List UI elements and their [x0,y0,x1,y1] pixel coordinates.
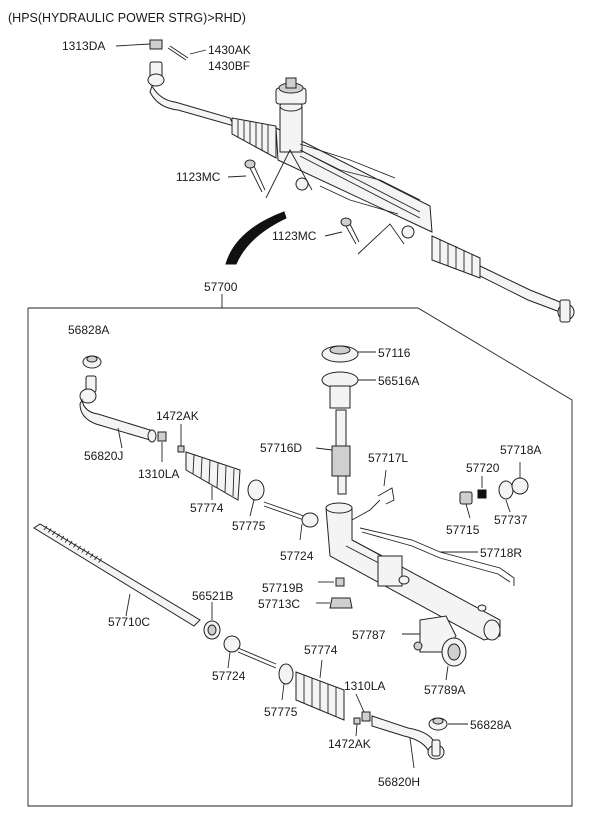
svg-text:1310LA: 1310LA [344,679,385,693]
svg-text:57710C: 57710C [108,615,150,629]
rack-tooth [64,538,69,543]
svg-text:57789A: 57789A [424,683,465,697]
svg-text:57718A: 57718A [500,443,541,457]
svg-text:57724: 57724 [212,669,246,683]
svg-text:57720: 57720 [466,461,500,475]
svg-text:57737: 57737 [494,513,528,527]
svg-text:1313DA: 1313DA [62,39,105,53]
rack-tooth [98,558,102,563]
rack-tooth [68,540,73,546]
part-57775-bottom: 57775 [264,663,298,719]
svg-text:57774: 57774 [304,643,338,657]
part-57789A: 57789A [424,637,467,697]
part-57719B: 57719B [262,577,345,595]
svg-text:57116: 57116 [378,346,411,360]
part-1310LA-bottom: 1310LA [344,679,385,722]
svg-text:57787: 57787 [352,628,386,642]
label-1430BF: 1430BF [208,59,250,73]
svg-text:56521B: 56521B [192,589,233,603]
svg-text:1310LA: 1310LA [138,467,179,481]
svg-text:56820H: 56820H [378,775,420,789]
svg-text:56828A: 56828A [470,718,511,732]
rack-tooth [81,548,86,553]
svg-text:57713C: 57713C [258,597,300,611]
part-57710C: 57710C [33,523,201,629]
part-57718R: 57718R [359,527,522,586]
svg-text:57775: 57775 [264,705,298,719]
part-56820H: 56820H [371,715,445,789]
rack-tooth [89,553,94,558]
part-56521B: 56521B [192,589,233,640]
svg-text:1472AK: 1472AK [156,409,199,423]
svg-text:57716D: 57716D [260,441,302,455]
part-57724-bottom: 57724 [212,635,277,683]
part-57716D: 57716D [260,409,351,495]
svg-text:57775: 57775 [232,519,266,533]
label-1313DA: 1313DA [62,39,151,53]
svg-text:56516A: 56516A [378,374,419,388]
rack-tooth [85,550,90,556]
svg-text:1123MC: 1123MC [176,170,221,184]
svg-text:1472AK: 1472AK [328,737,371,751]
rack-tooth [73,543,77,548]
part-57775-top: 57775 [232,479,266,533]
part-57717L: 57717L [351,451,408,521]
rack-tooth [47,528,52,533]
part-56828A-top: 56828A [68,323,109,369]
part-57724-top: 57724 [263,501,319,563]
label-1430AK: 1430AK [189,43,251,57]
part-56828A-bottom: 56828A [428,717,511,732]
part-56516A: 56516A [321,371,419,409]
part-57715: 57715 [446,491,480,537]
assembly-label: 57700 [204,280,238,294]
rack-tooth [56,533,60,538]
svg-text:57715: 57715 [446,523,480,537]
rack-tooth [43,525,48,531]
part-56820J: 56820J [79,375,157,463]
diagram-title: (HPS(HYDRAULIC POWER STRG)>RHD) [8,11,246,25]
label-1123MC-lower: 1123MC [272,229,343,243]
svg-text:1123MC: 1123MC [272,229,317,243]
svg-text:57719B: 57719B [262,581,303,595]
rack-tooth [60,535,65,541]
svg-text:57717L: 57717L [368,451,408,465]
part-57787: 57787 [352,615,457,653]
part-1472AK-top: 1472AK [156,409,199,453]
svg-text:1430AK: 1430AK [208,43,251,57]
part-57774-bottom: 57774 [295,643,345,721]
svg-text:57718R: 57718R [480,546,522,560]
top-assembly-drawing [147,39,575,323]
part-57718A: 57718A [500,443,541,495]
part-housing [325,502,501,641]
rack-tooth [52,530,56,536]
part-57713C: 57713C [258,597,353,611]
part-57720: 57720 [466,461,500,499]
part-57774-top: 57774 [185,451,241,515]
svg-text:56820J: 56820J [84,449,123,463]
svg-text:56828A: 56828A [68,323,109,337]
part-57116: 57116 [321,345,411,363]
part-57737: 57737 [494,480,528,527]
assembly-frame [27,307,573,807]
part-1472AK-bottom: 1472AK [328,717,371,751]
label-1123MC-upper: 1123MC [176,170,247,184]
part-1310LA-top: 1310LA [138,431,179,481]
svg-text:57724: 57724 [280,549,314,563]
svg-text:57774: 57774 [190,501,224,515]
rack-tooth [94,555,98,561]
rack-tooth [77,545,81,551]
